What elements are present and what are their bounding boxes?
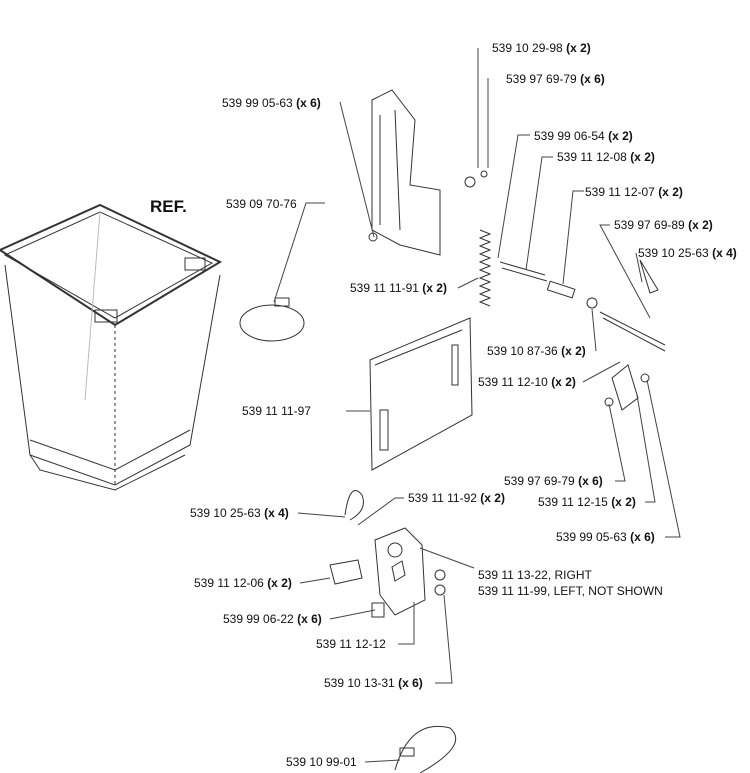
callout-label: 539 11 13-22, RIGHT (478, 568, 592, 582)
callout-label: 539 10 25-63 (x 4) (638, 246, 737, 260)
callout-label: 539 10 29-98 (x 2) (492, 41, 591, 55)
spring (478, 229, 492, 307)
callout-label: 539 09 70-76 (226, 197, 297, 211)
callout-label: 539 10 25-63 (x 4) (190, 506, 289, 520)
callout-label: 539 99 06-54 (x 2) (534, 129, 633, 143)
callout-label: 539 11 11-92 (x 2) (408, 491, 505, 505)
callout-label: 539 99 05-63 (x 6) (222, 96, 321, 110)
callout-label: 539 97 69-79 (x 6) (504, 474, 603, 488)
callout-label: 539 11 12-06 (x 2) (194, 576, 292, 590)
callout-label: 539 11 12-15 (x 2) (538, 495, 636, 509)
callout-label: 539 11 12-10 (x 2) (478, 375, 576, 389)
callout-label: 539 11 12-07 (x 2) (585, 185, 683, 199)
callout-label: 539 11 11-91 (x 2) (350, 281, 447, 295)
callout-label: 539 10 13-31 (x 6) (324, 676, 423, 690)
bottom-clamp (394, 725, 457, 773)
callout-label: 539 97 69-79 (x 6) (506, 72, 605, 86)
hose-clamp (239, 304, 305, 342)
callout-label: 539 10 99-01 (286, 755, 357, 769)
callout-label: 539 10 87-36 (x 2) (487, 344, 586, 358)
callout-label: 539 97 69-89 (x 2) (614, 218, 713, 232)
callout-label: 539 99 05-63 (x 6) (556, 530, 655, 544)
grass-bag-drawing (0, 203, 223, 491)
reference-label: REF. (150, 197, 187, 216)
upper-bracket-drawing (368, 89, 488, 256)
callout-label: 539 11 11-99, LEFT, NOT SHOWN (478, 584, 663, 598)
lower-bracket-drawing (374, 527, 446, 616)
main-plate-drawing (369, 317, 473, 471)
callout-label: 539 11 12-12 (316, 637, 386, 651)
callout-label: 539 11 12-08 (x 2) (557, 150, 655, 164)
callout-label: 539 99 06-22 (x 6) (223, 612, 322, 626)
callout-label: 539 11 11-97 (242, 404, 311, 418)
